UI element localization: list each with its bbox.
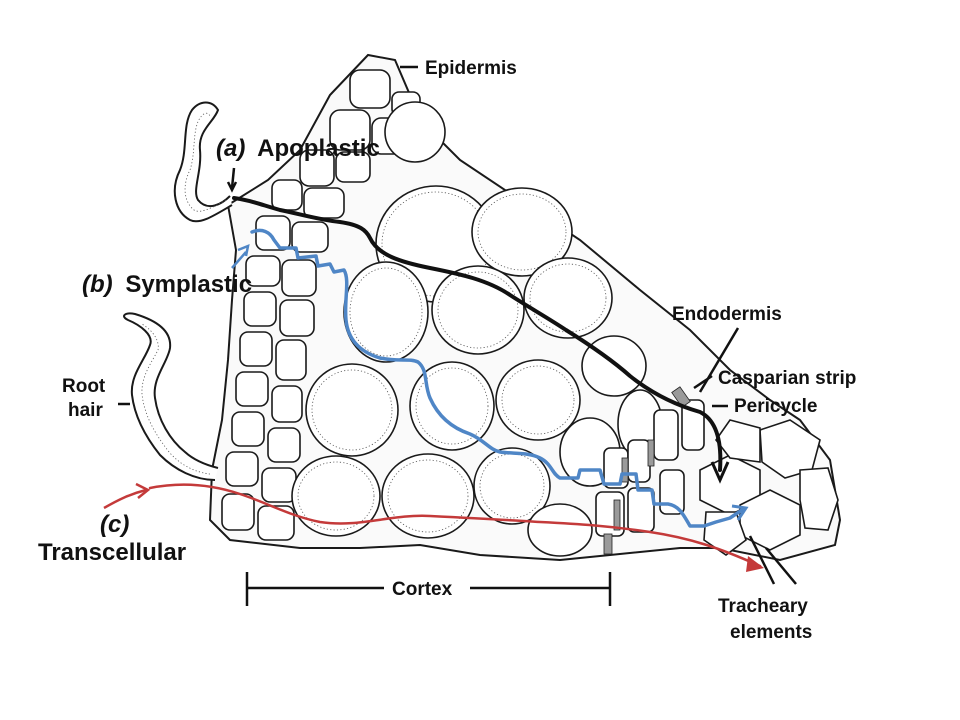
symplastic-arrowhead xyxy=(731,504,749,521)
leader-lines xyxy=(118,65,797,585)
label-root-hair-line1: Root xyxy=(62,376,106,397)
transcellular-pathway xyxy=(148,483,762,568)
label-transcellular: Transcellular xyxy=(38,539,186,566)
transcellular-label-arrow xyxy=(103,488,147,510)
root-hair-upper-inner xyxy=(184,112,227,212)
tracheary-leader-2 xyxy=(748,535,776,585)
cortex-bracket xyxy=(245,572,612,606)
label-endodermis: Endodermis xyxy=(672,304,782,325)
label-root-hair-line2: hair xyxy=(68,400,103,421)
symplastic-label-arrowhead xyxy=(237,243,250,257)
label-casparian-strip: Casparian strip xyxy=(718,368,856,389)
apoplastic-arrowhead xyxy=(710,461,730,484)
symplastic-label-arrow xyxy=(231,251,247,269)
label-tracheary-line1: Tracheary xyxy=(718,596,808,617)
label-symplastic-prefix: (b) xyxy=(82,271,113,298)
label-pericycle: Pericycle xyxy=(734,396,817,417)
apoplastic-leader-arrowhead xyxy=(226,181,238,193)
casparian-leader xyxy=(693,374,713,390)
label-apoplastic-text: Apoplastic xyxy=(257,135,380,162)
apoplastic-pathway xyxy=(232,196,723,472)
transcellular-label-arrowhead xyxy=(135,482,151,499)
tracheary-leader-1 xyxy=(765,547,797,585)
label-symplastic-text: Symplastic xyxy=(125,271,252,298)
label-epidermis: Epidermis xyxy=(425,58,517,79)
apoplastic-leader xyxy=(230,167,236,189)
label-apoplastic-prefix: (a) xyxy=(216,135,245,162)
symplastic-pathway xyxy=(250,228,744,528)
label-tracheary-line2: elements xyxy=(730,622,812,643)
root-hair-lower xyxy=(123,312,219,481)
label-cortex: Cortex xyxy=(392,579,453,600)
root-hair-upper xyxy=(173,101,233,223)
casparian-strip-marks xyxy=(603,386,691,555)
root-hair-lower-inner xyxy=(141,323,211,475)
label-symplastic: (b) Symplastic xyxy=(82,271,252,298)
transcellular-arrowhead xyxy=(746,556,764,572)
endodermis-leader xyxy=(698,327,740,393)
label-transcellular-prefix: (c) xyxy=(100,511,129,538)
label-apoplastic: (a) Apoplastic xyxy=(216,135,380,162)
